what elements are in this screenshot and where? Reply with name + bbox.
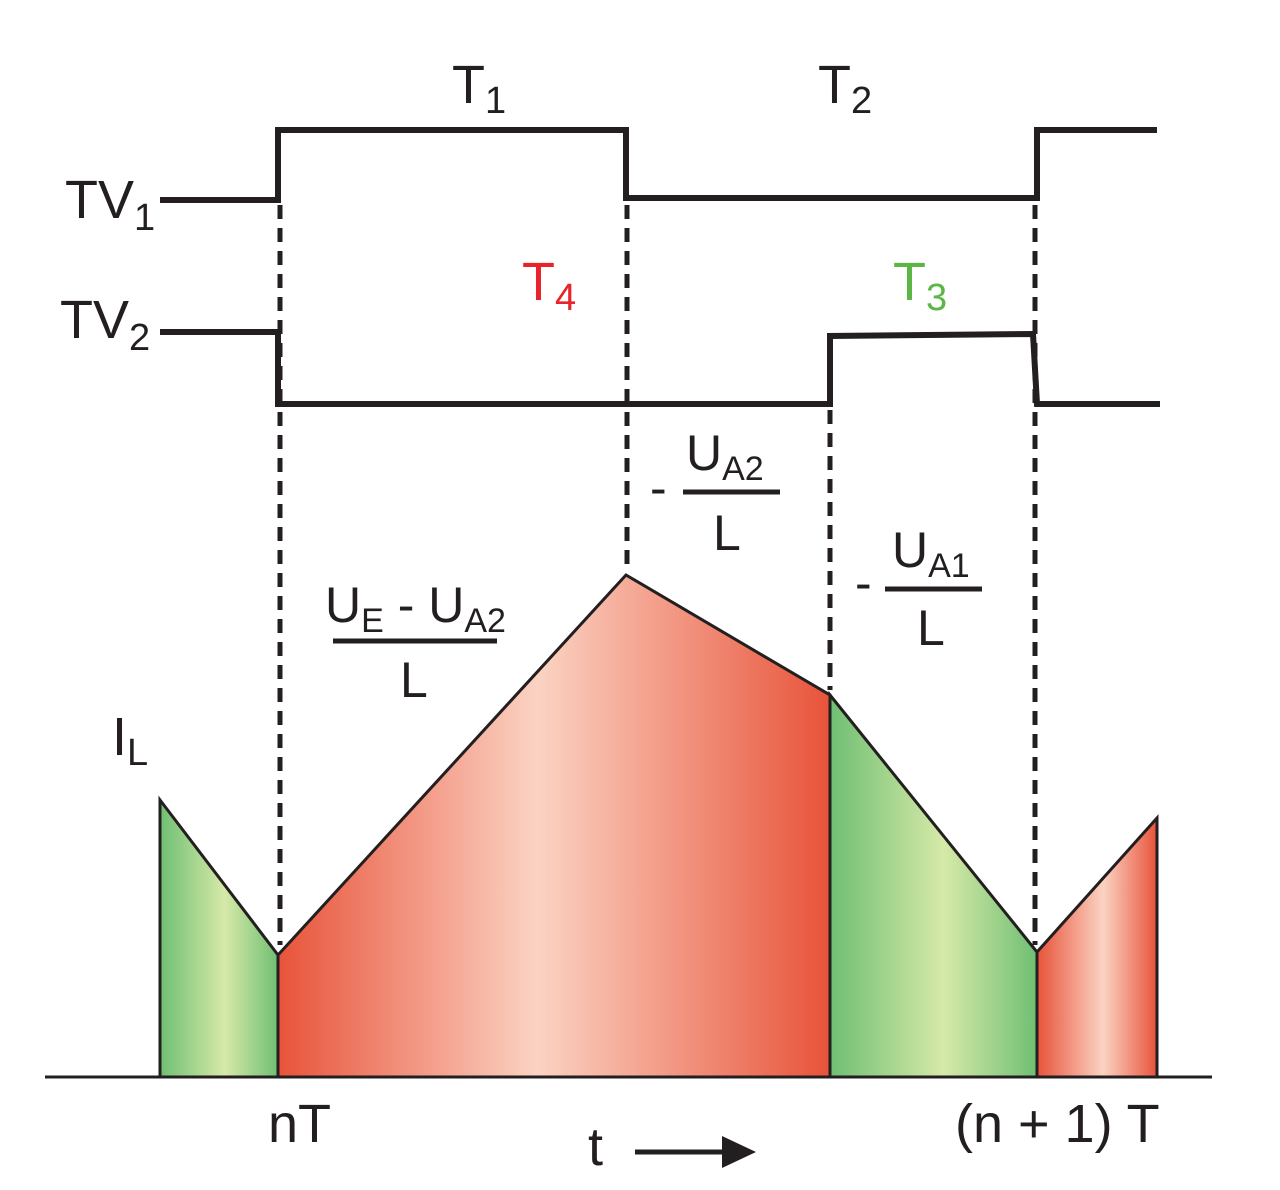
t3-label: T3 [893, 252, 947, 319]
il-segment-red-right [1035, 814, 1159, 1079]
slope-fall-a1-denominator: L [917, 600, 945, 656]
il-segment-green-fall [828, 690, 1039, 1079]
tv1-waveform [160, 127, 1157, 203]
slope-fall-a1-fraction: - UA1 L [855, 522, 982, 656]
slope-fall-a2-denominator: L [713, 505, 741, 561]
slope-rise-fraction: UE - UA2 L [325, 577, 506, 708]
t1-label: T1 [452, 55, 506, 122]
slope-rise-numerator: UE - UA2 [325, 577, 506, 640]
time-label-n1T: (n + 1) T [955, 1094, 1160, 1154]
il-segment-green-left [158, 795, 280, 1079]
slope-rise-denominator: L [400, 652, 428, 708]
t4-label: T4 [522, 252, 576, 319]
il-segment-red-rise [276, 573, 832, 1079]
slope-fall-a2-numerator: UA2 [686, 425, 764, 488]
dashed-markers [277, 205, 1038, 945]
tv1-label: TV1 [65, 170, 155, 239]
slope-fall-a2-fraction: - UA2 L [650, 425, 780, 561]
time-arrow-head [722, 1136, 756, 1168]
slope-fall-a2-sign: - [650, 460, 667, 516]
time-variable-label: t [588, 1117, 603, 1177]
tv2-label: TV2 [60, 290, 150, 359]
slope-fall-a1-numerator: UA1 [892, 522, 970, 585]
slope-fall-a1-sign: - [855, 555, 872, 611]
tv2-waveform [160, 329, 1160, 407]
time-label-nT: nT [268, 1094, 331, 1154]
t2-label: T2 [818, 55, 872, 122]
il-label: IL [112, 707, 148, 774]
